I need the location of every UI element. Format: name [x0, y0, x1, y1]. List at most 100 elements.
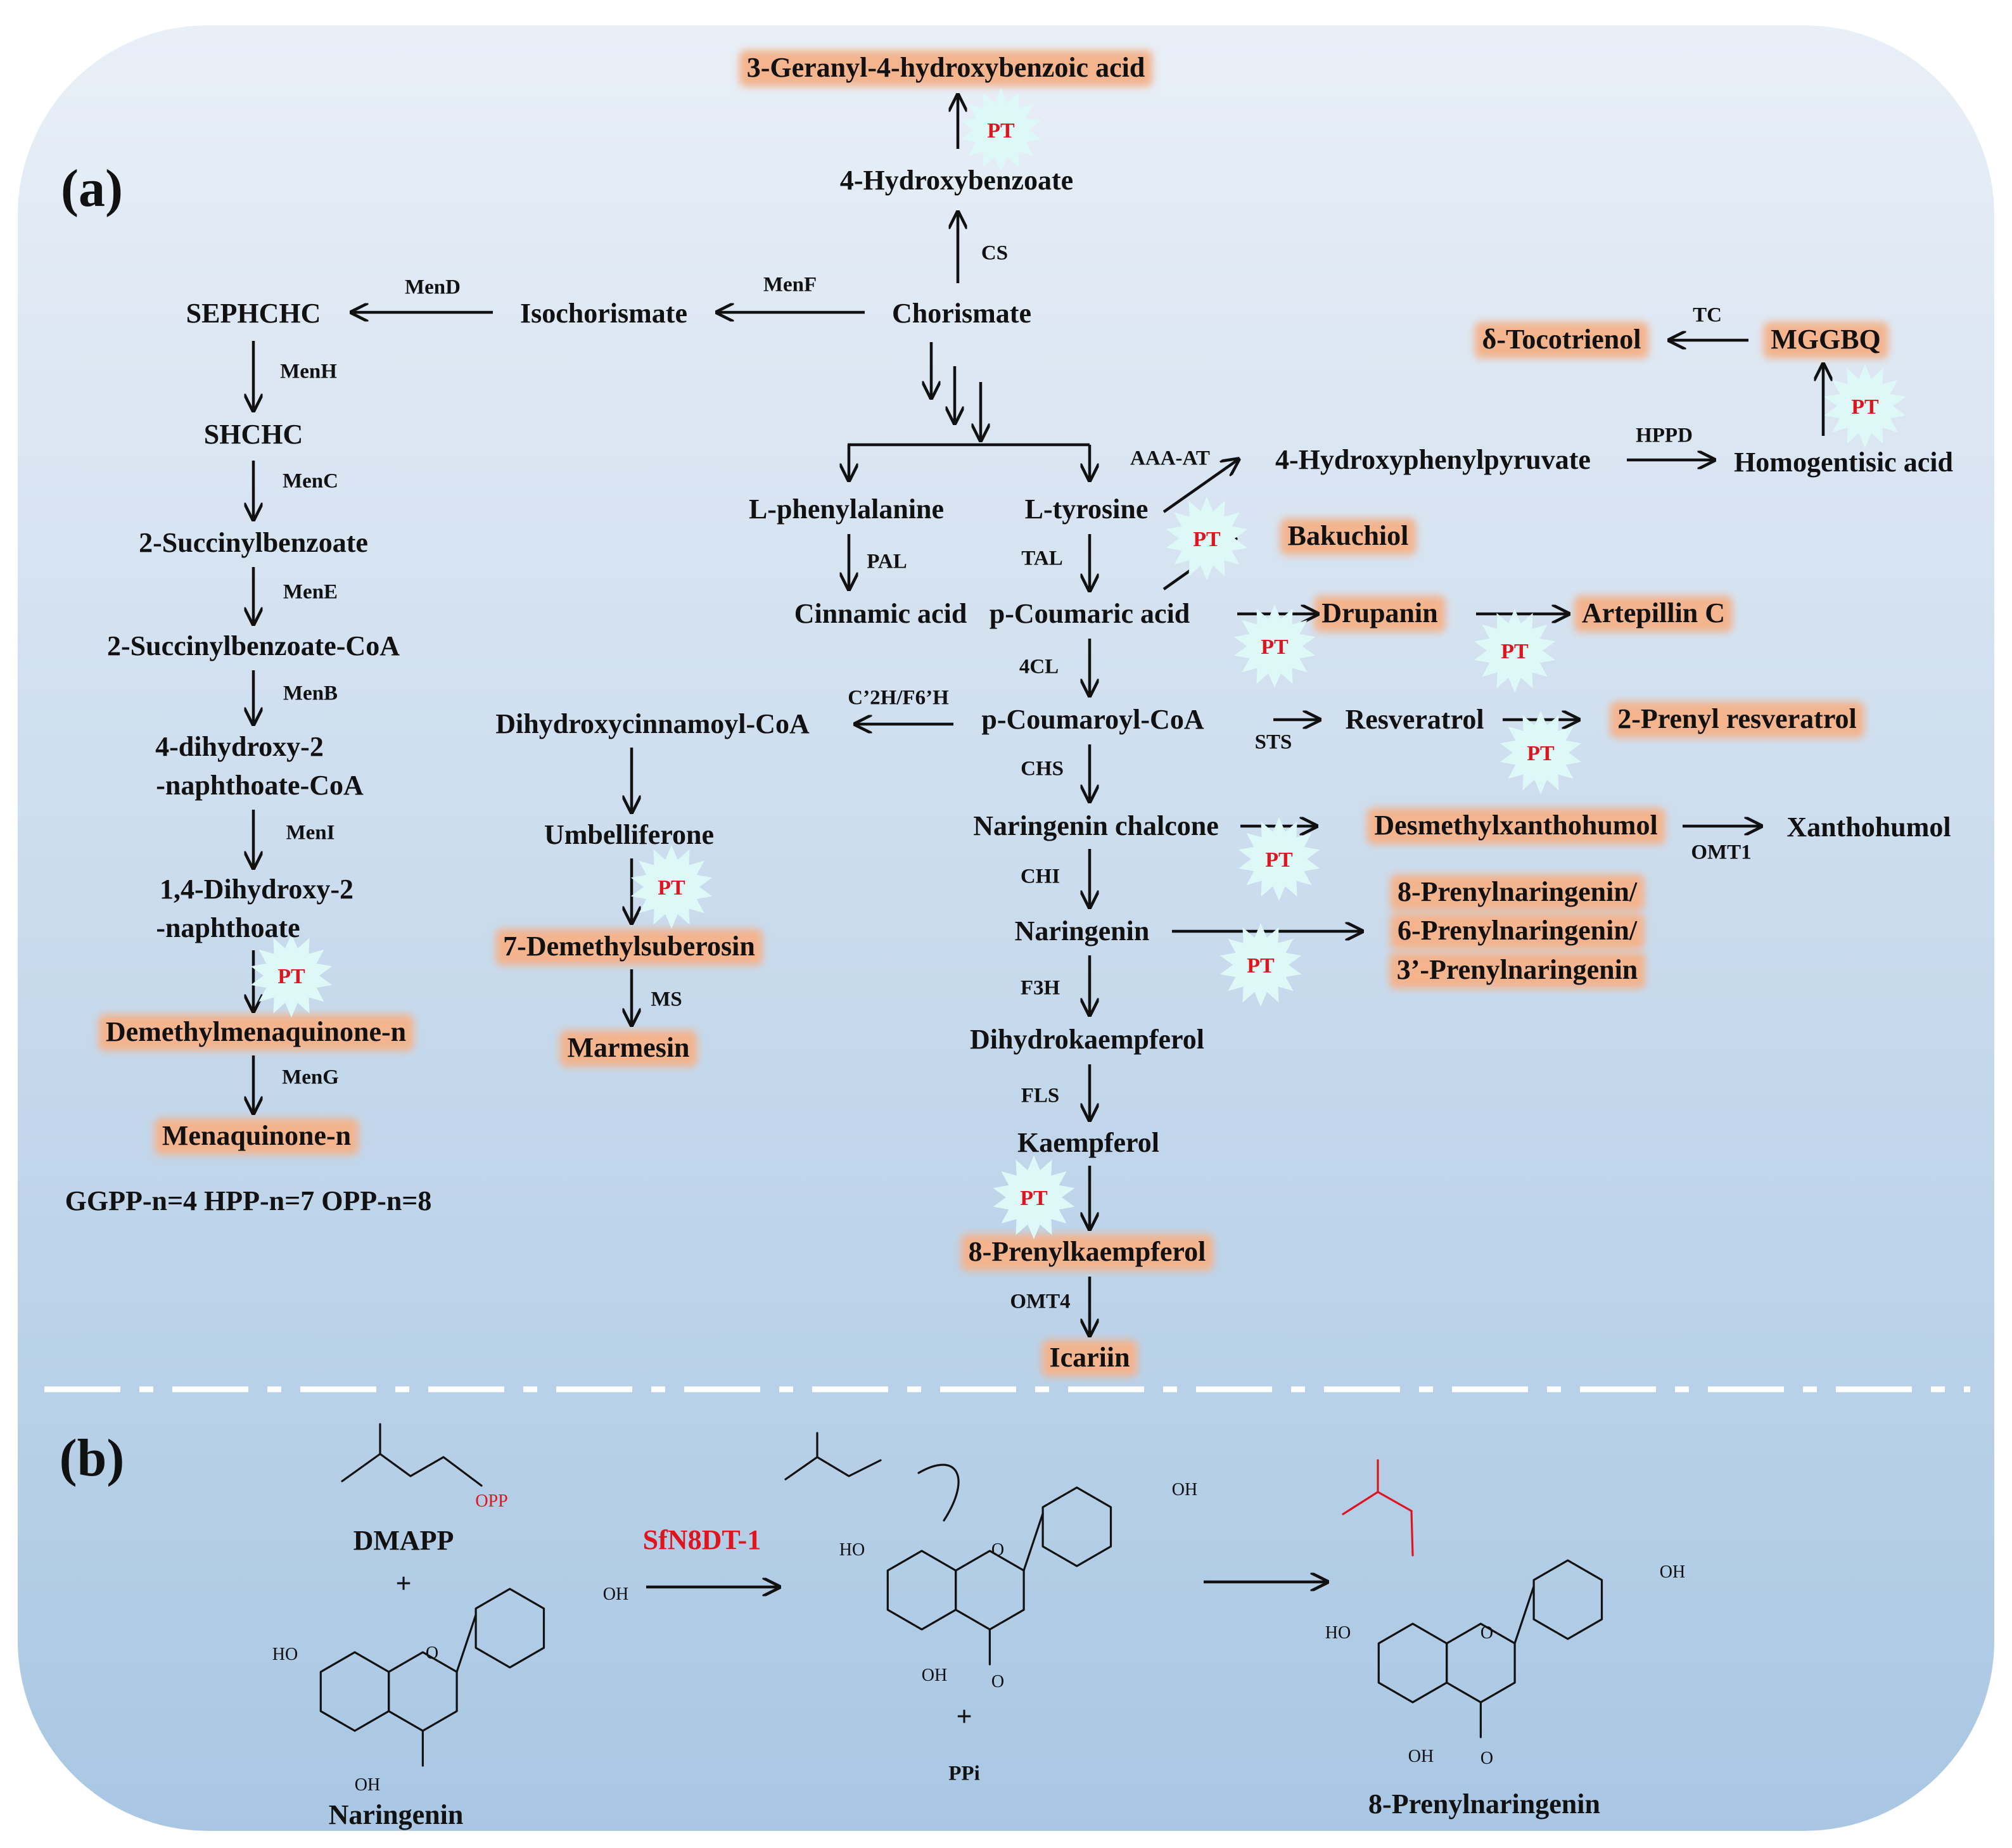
enzyme-cs: CS	[981, 241, 1009, 265]
plus-sign-right: +	[956, 1701, 972, 1732]
enzyme-tal: TAL	[1021, 547, 1063, 570]
enzyme-mend: MenD	[405, 276, 461, 299]
node-dihydroxy-naphthoate-coa-line1: 4-dihydroxy-2	[155, 731, 324, 762]
enzyme-sfn8dt1-label: SfN8DT-1	[642, 1524, 761, 1555]
intermediate-oh-5-label: OH	[921, 1666, 948, 1685]
enzyme-menb: MenB	[283, 682, 338, 705]
naringenin-ring-o-label: O	[425, 1643, 439, 1663]
node-geranyl-hydroxybenzoic-acid: 3-Geranyl-4-hydroxybenzoic acid	[746, 52, 1145, 83]
pt-label-6: PT	[1501, 640, 1529, 663]
node-sephchc: SEPHCHC	[186, 298, 321, 329]
pt-burst-7: PT	[1499, 711, 1582, 794]
intermediate-oh-4p-label: OH	[1171, 1480, 1198, 1500]
pt-label-5: PT	[1261, 635, 1289, 659]
node-artepillin-c: Artepillin C	[1581, 597, 1726, 628]
node-cinnamic-acid: Cinnamic acid	[794, 598, 967, 629]
naringenin-ho-label: HO	[272, 1645, 298, 1664]
pt-burst-9: PT	[1219, 923, 1302, 1007]
node-naringenin-chalcone: Naringenin chalcone	[973, 810, 1219, 841]
highlight-node-mggbq	[1763, 322, 1888, 359]
pt-label-4: PT	[1193, 528, 1221, 551]
node-menaquinone: Menaquinone-n	[162, 1120, 352, 1151]
enzyme-meng: MenG	[282, 1066, 339, 1089]
enzyme-c2h-f6h: C’2H/F6’H	[848, 686, 949, 710]
highlight-node-desmethylxanthohumol	[1366, 808, 1665, 844]
highlight-node-prenylkaempferol	[960, 1234, 1214, 1271]
node-succinylbenzoate: 2-Succinylbenzoate	[139, 527, 368, 558]
intermediate-ring-o-label: O	[991, 1540, 1005, 1560]
node-l-tyrosine: L-tyrosine	[1024, 494, 1149, 525]
node-prenylnaringenin-line2: 6-Prenylnaringenin/	[1397, 915, 1638, 946]
enzyme-4cl: 4CL	[1019, 655, 1059, 679]
enzyme-menf: MenF	[763, 273, 817, 296]
pt-burst-1: PT	[960, 88, 1042, 172]
node-prenylnaringenin-line1: 8-Prenylnaringenin/	[1397, 876, 1638, 907]
highlight-node-prenylnaringenin-line2	[1389, 913, 1645, 950]
node-delta-tocotrienol: δ-Tocotrienol	[1482, 324, 1641, 355]
node-naringenin: Naringenin	[1014, 915, 1150, 946]
pt-burst-3: PT	[630, 845, 713, 929]
node-bakuchiol: Bakuchiol	[1287, 520, 1409, 551]
intermediate-electron-arrow	[917, 1463, 960, 1522]
prenylnaringenin-product-label: 8-Prenylnaringenin	[1368, 1788, 1600, 1819]
highlight-node-marmesin	[559, 1030, 697, 1067]
panel-label-b: (b)	[59, 1429, 125, 1488]
enzyme-aaa-at: AAA-AT	[1130, 447, 1210, 470]
pt-burst-shape-5	[1233, 604, 1316, 688]
enzyme-ms: MS	[651, 988, 682, 1011]
product-oh-4p-label: OH	[1659, 1562, 1686, 1582]
background-panel	[18, 25, 1994, 1831]
naringenin-label: Naringenin	[328, 1799, 464, 1830]
enzyme-f3h: F3H	[1020, 976, 1060, 1000]
enzyme-fls: FLS	[1021, 1084, 1060, 1107]
product-carbonyl-o-label: O	[1480, 1749, 1494, 1768]
naringenin-structure-ring-b	[474, 1588, 545, 1669]
pt-label-10: PT	[1020, 1187, 1048, 1210]
node-kaempferol: Kaempferol	[1017, 1127, 1160, 1158]
node-demethylsuberosin: 7-Demethylsuberosin	[503, 931, 755, 962]
enzyme-menc: MenC	[283, 469, 338, 493]
highlight-node-geranyl-hydroxybenzoic-acid	[739, 50, 1153, 87]
pt-label-11: PT	[1851, 395, 1879, 419]
enzyme-menh: MenH	[280, 360, 337, 383]
node-drupanin: Drupanin	[1321, 597, 1438, 628]
node-dihydroxycinnamoyl-coa: Dihydroxycinnamoyl-CoA	[495, 708, 810, 739]
enzyme-omt4: OMT4	[1010, 1290, 1071, 1313]
pt-burst-shape-10	[993, 1156, 1075, 1239]
pt-burst-shape-11	[1824, 364, 1906, 448]
node-p-coumaroyl-coa: p-Coumaroyl-CoA	[981, 704, 1204, 735]
product-structure-ring-b	[1532, 1559, 1603, 1640]
highlight-node-prenylnaringenin-line1	[1389, 874, 1645, 911]
highlight-node-bakuchiol	[1280, 518, 1417, 555]
pt-burst-2: PT	[250, 934, 333, 1017]
node-dihydroxy-naphthoate-line2: -naphthoate	[156, 912, 300, 943]
node-xanthohumol: Xanthohumol	[1786, 812, 1951, 843]
node-hydroxyphenylpyruvate: 4-Hydroxyphenylpyruvate	[1275, 444, 1591, 475]
node-succinylbenzoate-coa: 2-Succinylbenzoate-CoA	[107, 630, 400, 661]
pt-label-9: PT	[1247, 954, 1275, 978]
node-homogentisic-acid: Homogentisic acid	[1734, 447, 1953, 478]
pt-burst-5: PT	[1233, 604, 1316, 688]
enzyme-chs: CHS	[1021, 757, 1064, 781]
node-demethylmenaquinone: Demethylmenaquinone-n	[105, 1016, 407, 1047]
node-icariin: Icariin	[1049, 1342, 1130, 1373]
node-prenylkaempferol: 8-Prenylkaempferol	[968, 1236, 1206, 1267]
node-p-coumaric-acid: p-Coumaric acid	[989, 598, 1190, 629]
enzyme-mene: MenE	[283, 580, 338, 604]
node-dihydroxy-naphthoate-line1: 1,4-Dihydroxy-2	[160, 874, 353, 905]
dmapp-label: DMAPP	[353, 1525, 454, 1556]
dmapp-chain	[341, 1453, 483, 1487]
pt-burst-shape-4	[1166, 497, 1248, 580]
intermediate-prenyl-chain	[784, 1456, 882, 1481]
enzyme-pal: PAL	[867, 550, 907, 573]
highlight-node-prenylnaringenin-line3	[1389, 952, 1646, 989]
pt-burst-shape-8	[1238, 817, 1320, 901]
product-ho-label: HO	[1325, 1623, 1351, 1643]
highlight-node-menaquinone	[154, 1118, 359, 1155]
enzyme-chi: CHI	[1020, 865, 1060, 888]
highlight-node-icariin	[1041, 1340, 1138, 1377]
ppi-label: PPi	[948, 1762, 980, 1785]
enzyme-meni: MenI	[286, 821, 335, 844]
intermediate-flavanone-structure-ring-b	[1041, 1486, 1112, 1567]
